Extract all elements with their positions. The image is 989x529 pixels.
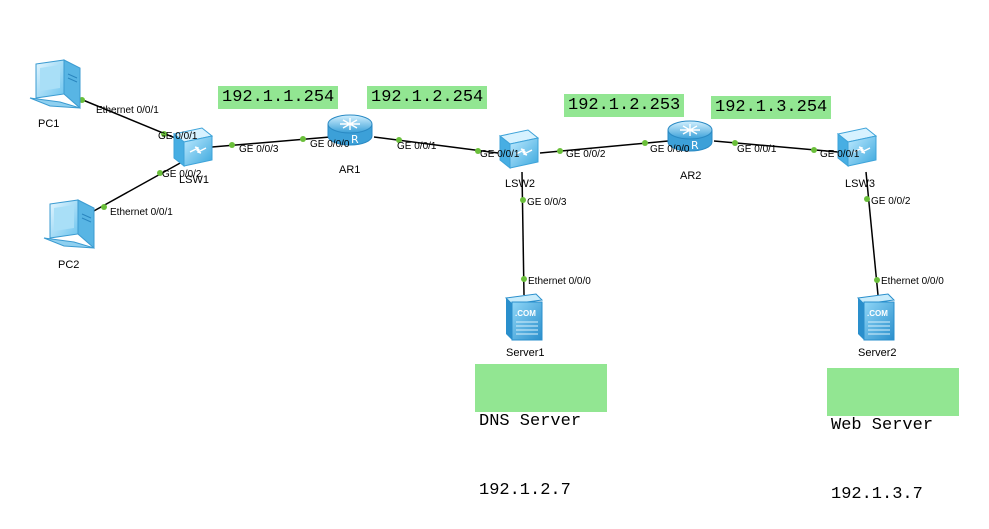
topology-diagram: PC1 PC2 LSW1 R AR1 [29, 59, 944, 359]
ip-note-ar1-left: 192.1.1.254 [218, 86, 339, 109]
port-label-lsw1-ge002: GE 0/0/2 [162, 169, 202, 180]
pc1-label: PC1 [38, 118, 59, 130]
port-dot [475, 148, 481, 154]
lsw1-device[interactable] [172, 127, 214, 168]
port-label-ar2-ge000: GE 0/0/0 [650, 144, 690, 155]
server-icon: .COM [856, 293, 896, 341]
dns-server-note: DNS Server 192.1.2.7 [475, 364, 607, 500]
port-label-ar2-ge001: GE 0/0/1 [737, 144, 777, 155]
pc2-device[interactable] [43, 199, 95, 250]
port-label-lsw1-ge003: GE 0/0/3 [239, 144, 279, 155]
server2-device[interactable]: .COM [856, 293, 896, 341]
port-label-lsw2-ge002: GE 0/0/2 [566, 149, 606, 160]
switch-icon [836, 127, 878, 168]
lsw3-label: LSW3 [845, 178, 875, 190]
pc2-label: PC2 [58, 259, 79, 271]
ip-note-ar2-left: 192.1.2.253 [564, 94, 685, 117]
port-dot [161, 131, 167, 137]
port-dot [811, 147, 817, 153]
web-server-ip: 192.1.3.7 [831, 485, 923, 504]
lsw2-device[interactable] [498, 129, 540, 170]
link-pc2-lsw1 [91, 161, 183, 213]
port-dot [874, 277, 880, 283]
port-label-server2-eth: Ethernet 0/0/0 [881, 276, 944, 287]
switch-icon [172, 127, 214, 168]
server-icon: .COM [504, 293, 544, 341]
links [77, 97, 879, 296]
port-label-server1-eth: Ethernet 0/0/0 [528, 276, 591, 287]
svg-text:R: R [691, 139, 699, 152]
pc-icon [29, 59, 81, 110]
port-dot [229, 142, 235, 148]
switch-icon [498, 129, 540, 170]
web-server-note: Web Server 192.1.3.7 [827, 368, 959, 504]
port-dot [521, 276, 527, 282]
port-dot [300, 136, 306, 142]
port-dot [864, 196, 870, 202]
port-dot [396, 137, 402, 143]
port-label-lsw1-ge001: GE 0/0/1 [158, 131, 198, 142]
port-dot [557, 148, 563, 154]
svg-text:R: R [351, 133, 359, 146]
server1-label: Server1 [506, 347, 545, 359]
port-dot [520, 197, 526, 203]
port-label-ar1-ge001: GE 0/0/1 [397, 141, 437, 152]
port-dots [79, 97, 880, 283]
port-label-pc1-eth: Ethernet 0/0/1 [96, 105, 159, 116]
server1-device[interactable]: .COM [504, 293, 544, 341]
link-lsw3-server2 [865, 171, 879, 296]
lsw3-device[interactable] [836, 127, 878, 168]
lsw2-label: LSW2 [505, 178, 535, 190]
port-dot [642, 140, 648, 146]
ip-note-ar2-right: 192.1.3.254 [711, 96, 832, 119]
web-server-title: Web Server [831, 416, 934, 435]
ar1-device[interactable]: R [327, 114, 373, 146]
server-com-text: .COM [867, 309, 888, 318]
port-label-lsw2-ge001: GE 0/0/1 [480, 149, 520, 160]
pc1-device[interactable] [29, 59, 81, 110]
port-label-pc2-eth: Ethernet 0/0/1 [110, 207, 173, 218]
ar1-label: AR1 [339, 164, 360, 176]
port-dot [157, 170, 163, 176]
dns-server-title: DNS Server [479, 412, 582, 431]
port-labels: Ethernet 0/0/1 GE 0/0/1 Ethernet 0/0/1 G… [96, 105, 944, 287]
lsw1-label: LSW1 [179, 174, 209, 186]
ip-note-ar1-right: 192.1.2.254 [367, 86, 488, 109]
dns-server-ip: 192.1.2.7 [479, 481, 571, 500]
pc-icon [43, 199, 95, 250]
port-dot [732, 140, 738, 146]
ar2-device[interactable]: R [667, 120, 713, 152]
ar2-label: AR2 [680, 170, 701, 182]
server-com-text: .COM [515, 309, 536, 318]
server2-label: Server2 [858, 347, 897, 359]
port-label-lsw2-ge003: GE 0/0/3 [527, 197, 567, 208]
port-label-lsw3-ge001: GE 0/0/1 [820, 149, 860, 160]
router-icon: R [667, 120, 713, 152]
port-label-ar1-ge000: GE 0/0/0 [310, 139, 350, 150]
port-dot [101, 204, 107, 210]
router-icon: R [327, 114, 373, 146]
port-label-lsw3-ge002: GE 0/0/2 [871, 196, 911, 207]
link-lsw2-server1 [521, 171, 525, 296]
